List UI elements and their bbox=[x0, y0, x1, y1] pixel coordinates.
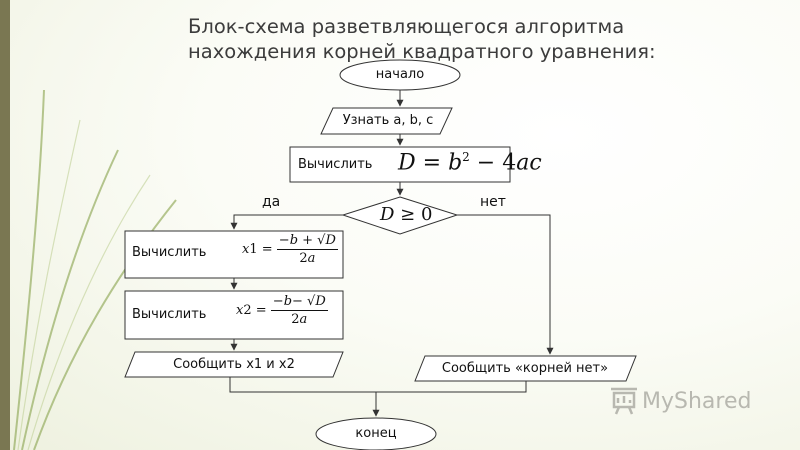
compute-x1-block bbox=[124, 230, 344, 279]
compute-x2-block bbox=[124, 290, 344, 340]
compute-d-block bbox=[289, 146, 511, 183]
connector-no-branch bbox=[457, 214, 554, 355]
condition-diamond bbox=[341, 196, 459, 235]
start-label: начало bbox=[375, 67, 425, 82]
compute-x1-label: Вычислить bbox=[132, 245, 207, 260]
output-no-roots-parallelogram bbox=[414, 355, 637, 382]
connector-merge-right bbox=[376, 381, 527, 393]
connector-merge-left bbox=[229, 377, 376, 393]
slide-title: Блок-схема разветвляющегося алгоритма на… bbox=[188, 14, 788, 64]
watermark-text: MyShared bbox=[642, 389, 752, 414]
title-line-1: Блок-схема разветвляющегося алгоритма bbox=[188, 15, 625, 38]
end-terminator bbox=[315, 417, 437, 450]
input-parallelogram bbox=[320, 107, 453, 135]
no-label: нет bbox=[480, 194, 506, 210]
compute-x2-label: Вычислить bbox=[132, 307, 207, 322]
compute-d-label: Вычислить bbox=[298, 157, 373, 172]
title-line-2: нахождения корней квадратного уравнения: bbox=[188, 40, 656, 63]
presentation-board-icon bbox=[611, 387, 637, 415]
connector-yes-branch bbox=[230, 214, 343, 230]
output-roots-label: Сообщить x1 и x2 bbox=[173, 357, 295, 372]
output-roots-parallelogram bbox=[124, 351, 344, 378]
discriminant-formula: D = b2 − 4ac bbox=[398, 150, 542, 176]
input-label: Узнать a, b, c bbox=[342, 113, 434, 128]
condition-formula: D ≥ 0 bbox=[380, 204, 433, 225]
output-no-roots-label: Сообщить «корней нет» bbox=[441, 361, 609, 376]
end-label: конец bbox=[355, 426, 397, 441]
side-band bbox=[0, 0, 10, 450]
yes-label: да bbox=[262, 194, 281, 210]
